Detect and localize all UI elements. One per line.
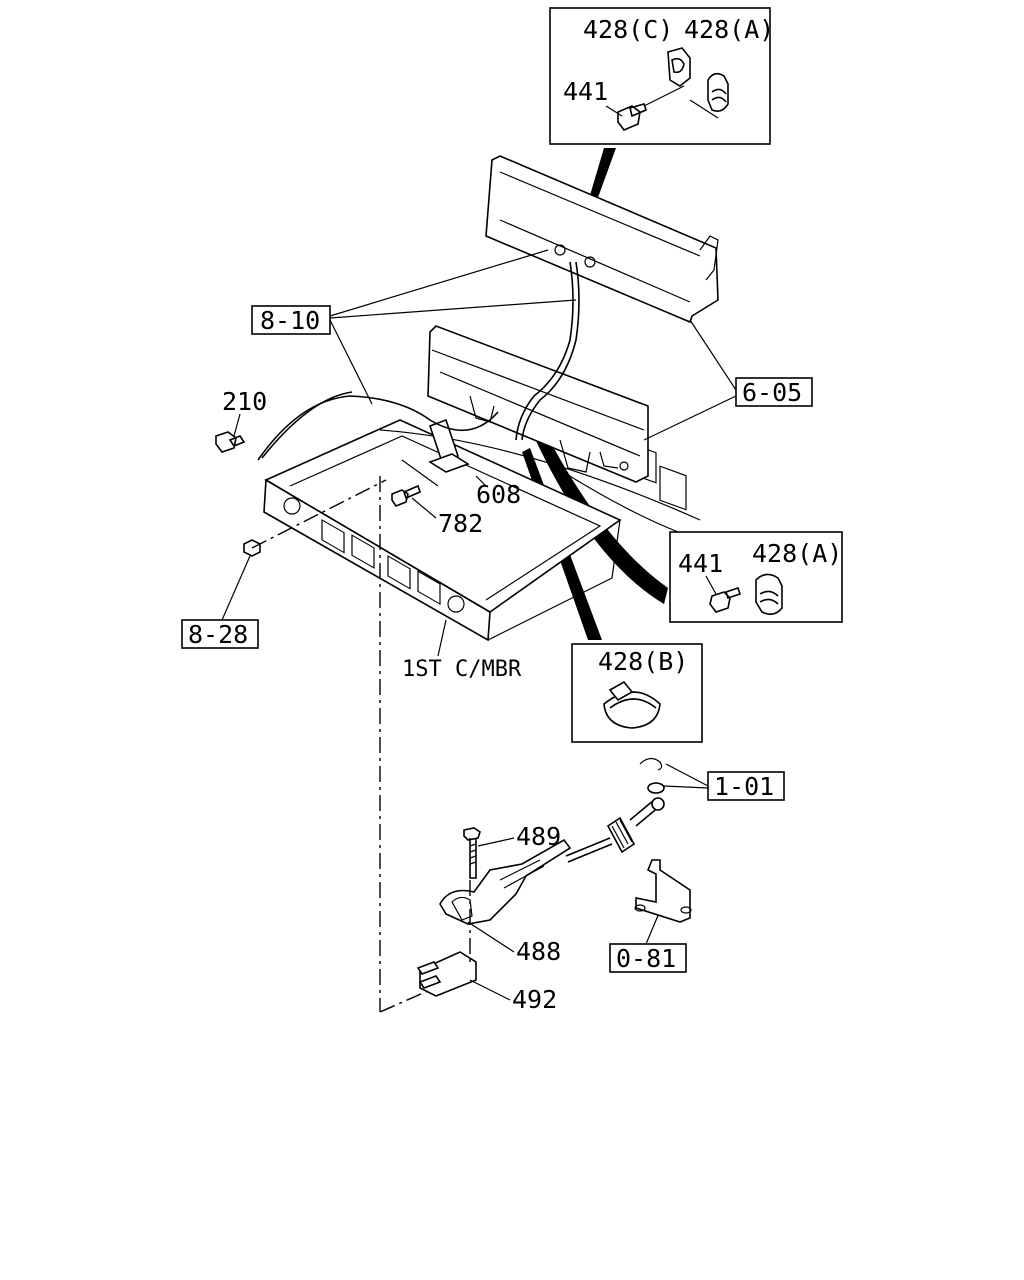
- bolt-441-icon: [617, 103, 647, 131]
- label-492: 492: [512, 985, 557, 1014]
- ref-1-01: 1-01: [663, 763, 785, 801]
- label-428c: 428(C): [583, 15, 673, 44]
- label-6-05: 6-05: [742, 378, 802, 407]
- label-488: 488: [516, 937, 561, 966]
- parking-brake-assembly: [416, 757, 692, 997]
- first-cross-member: [263, 419, 701, 642]
- ref-8-10: 8-10: [251, 249, 577, 405]
- ref-6-05: 6-05: [643, 319, 813, 441]
- alignment-line-horizontal: [251, 479, 387, 549]
- bolt-489-icon: [463, 827, 481, 879]
- label-428b: 428(B): [598, 647, 688, 676]
- brake-cable-left: [257, 395, 499, 461]
- label-428a-right: 428(A): [752, 539, 842, 568]
- clip-428a-right-icon: [755, 573, 783, 616]
- label-782: 782: [438, 509, 483, 538]
- label-8-10: 8-10: [260, 306, 320, 335]
- bolt-441-right-icon: [709, 586, 742, 613]
- bolt-782-icon: [391, 484, 421, 507]
- harness-center-2: [515, 261, 574, 441]
- inset-band-428b: 428(B): [571, 643, 703, 743]
- label-489: 489: [516, 822, 561, 851]
- label-1st-cross-member: 1ST C/MBR: [402, 657, 522, 682]
- washer-icon: [647, 782, 665, 794]
- label-441-top: 441: [563, 77, 608, 106]
- label-0-81: 0-81: [616, 944, 676, 973]
- brake-cable-left-2: [261, 391, 353, 459]
- label-441-right: 441: [678, 549, 723, 578]
- bracket-608: [401, 418, 487, 487]
- label-210: 210: [222, 387, 267, 416]
- bracket-492-icon: [419, 951, 477, 997]
- harness-center: [521, 261, 580, 441]
- clip-428a-icon: [707, 72, 729, 112]
- ref-8-28: 8-28: [181, 555, 259, 649]
- label-428a-top: 428(A): [684, 15, 774, 44]
- lower-cross-frame: [427, 325, 649, 483]
- ref-0-81: 0-81: [609, 905, 687, 973]
- bracket-0-81-icon: [635, 859, 691, 923]
- label-608: 608: [476, 480, 521, 509]
- inset-clip-assembly-right: 441 428(A): [669, 531, 843, 623]
- clip-428c-icon: [667, 47, 691, 87]
- lever-body-488-icon: [439, 838, 572, 925]
- bolt-210-icon: [215, 431, 246, 453]
- label-1-01: 1-01: [714, 772, 774, 801]
- label-8-28: 8-28: [188, 620, 248, 649]
- inset-clip-assembly-top: 428(C) 428(A) 441: [549, 7, 774, 145]
- alignment-line-bottom: [379, 989, 431, 1013]
